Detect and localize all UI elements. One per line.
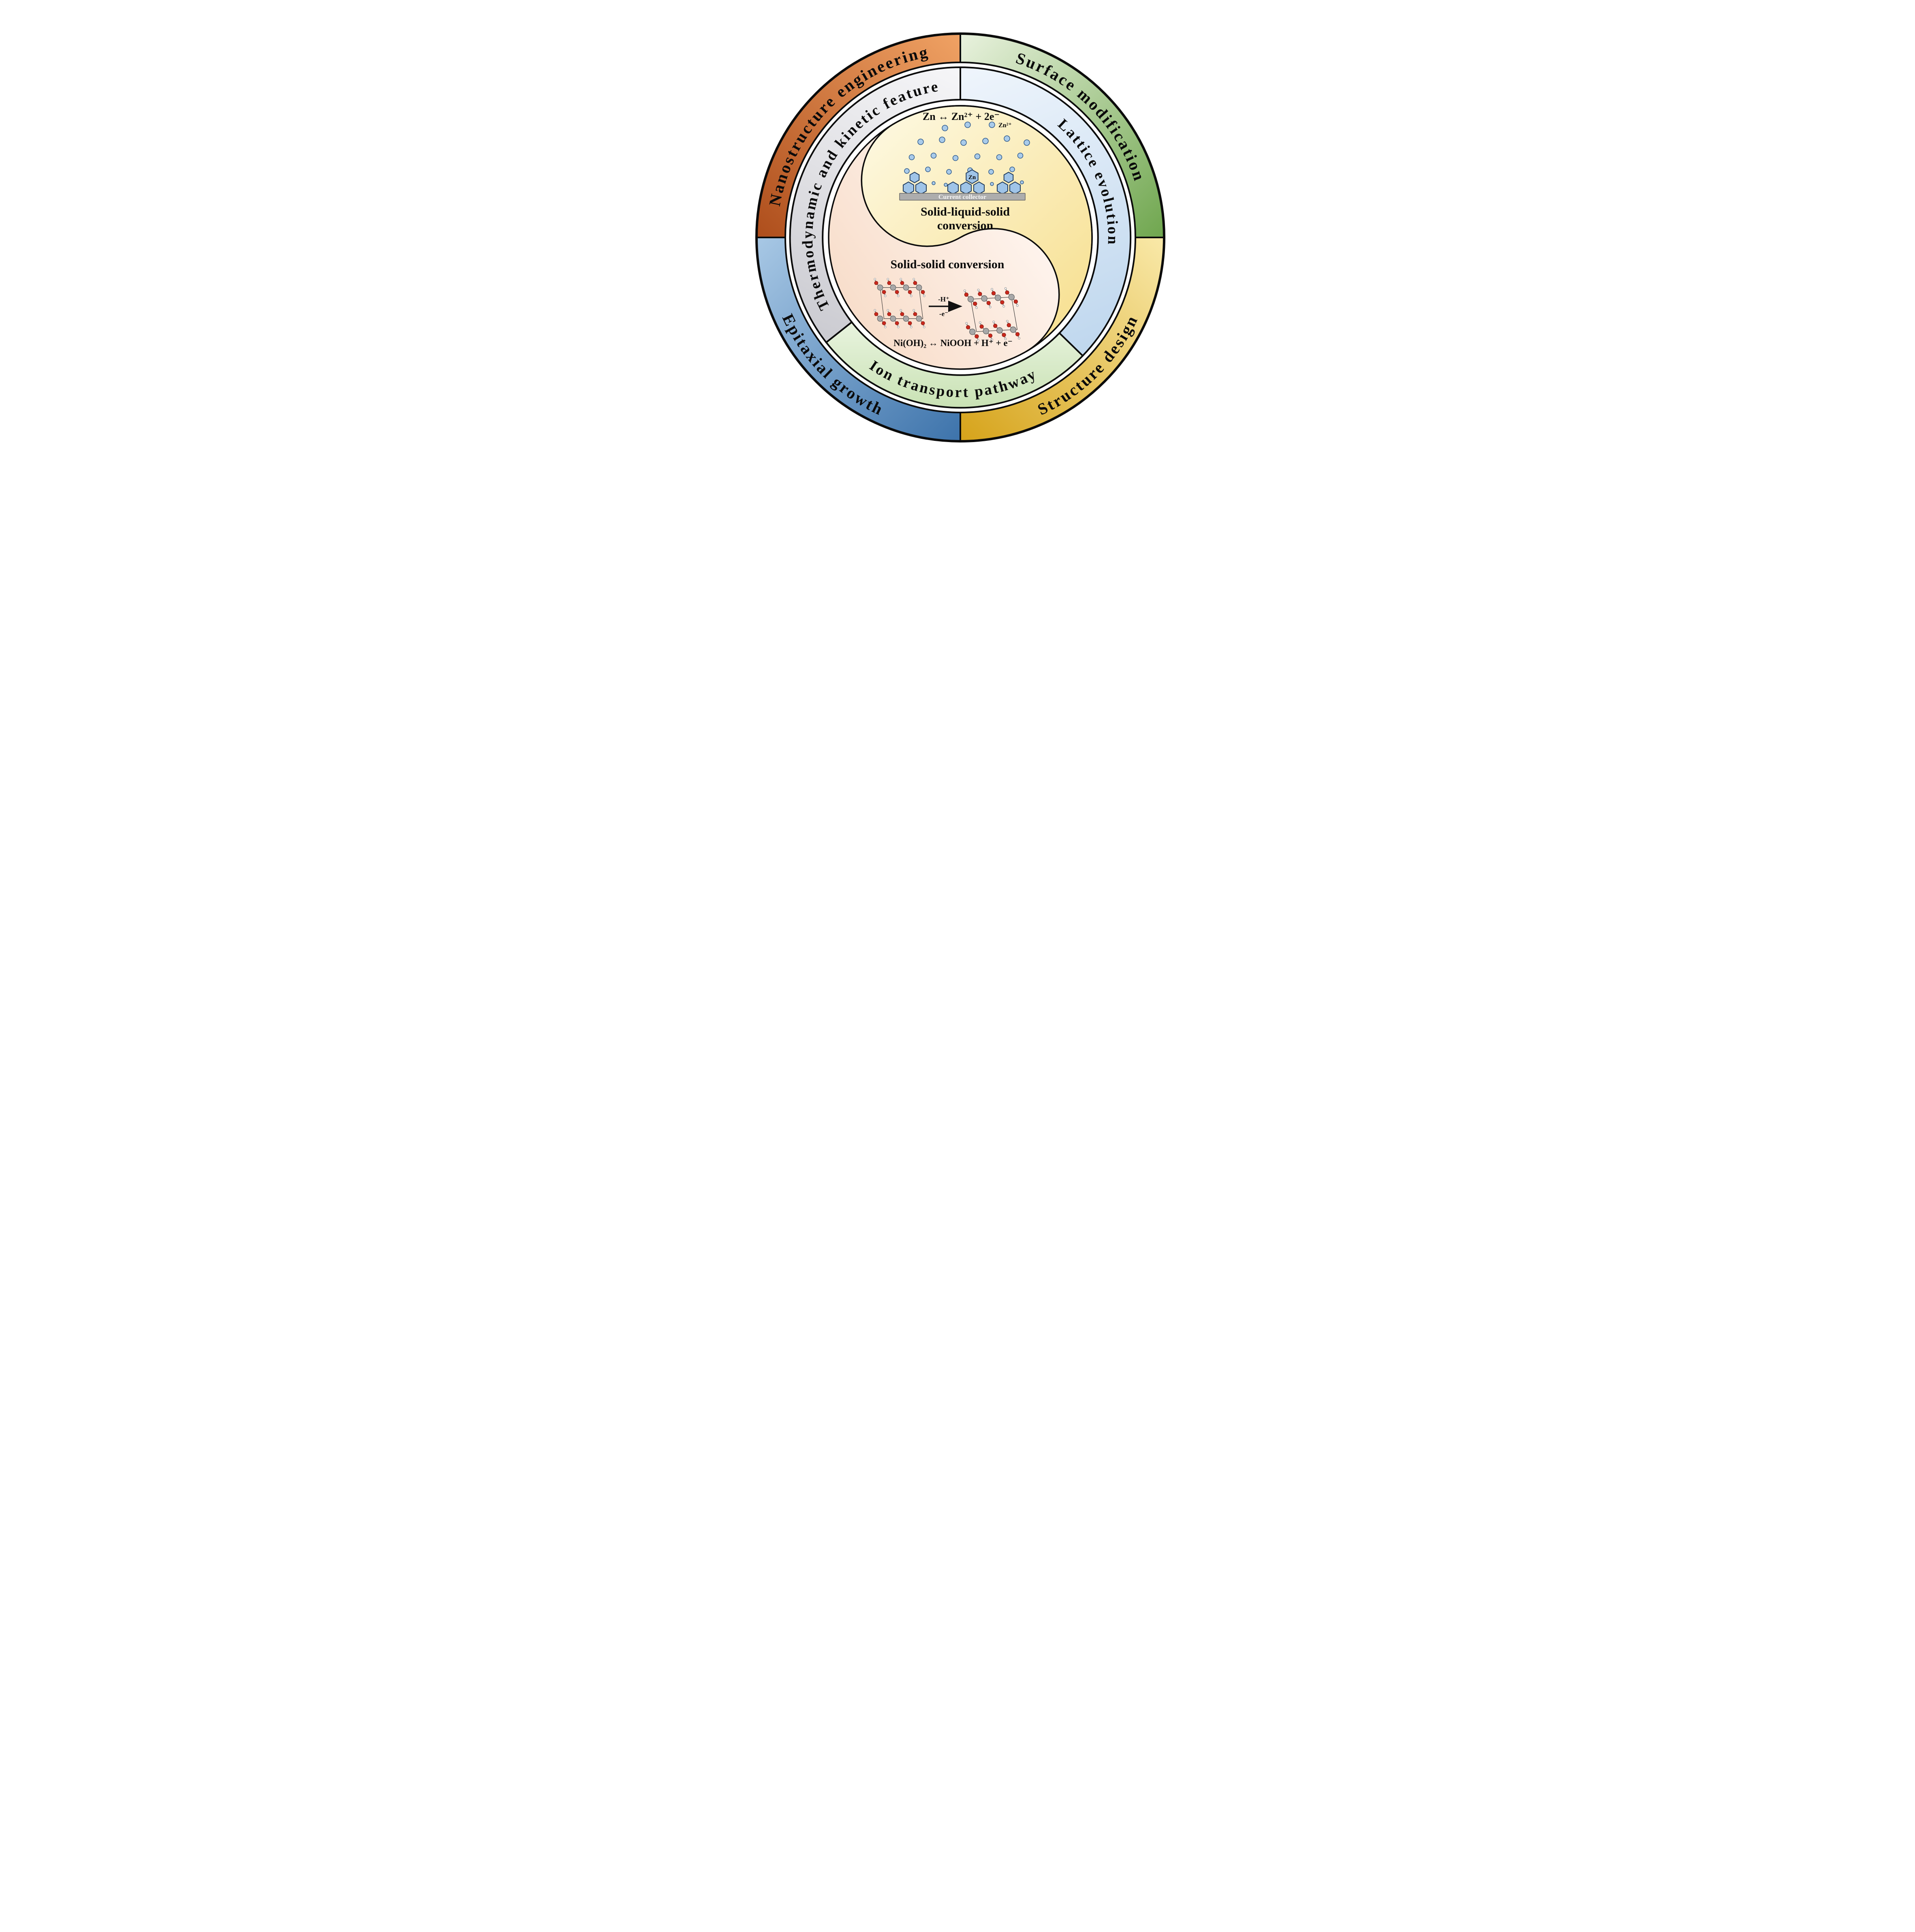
zinc-ion-dots	[904, 122, 1030, 187]
middle-segment-thermodynamic-kinetic	[789, 66, 961, 344]
ni-reaction-equation: Ni(OH)₂ ↔ NiOOH + H⁺ + e⁻	[893, 338, 1013, 348]
current-collector-bar	[899, 193, 1026, 201]
middle-segment-lattice-evolution	[960, 66, 1132, 357]
center-yin-yang: Zn ↔ Zn²⁺ + 2e⁻ Zn²⁺	[828, 105, 1093, 370]
solid-liquid-solid-caption-line1: Solid-liquid-solid	[921, 205, 1010, 218]
yin-yang-battery-diagram: Nanostructure engineering Surface modifi…	[755, 32, 1165, 442]
solid-solid-caption: Solid-solid conversion	[891, 258, 1005, 271]
zn-reaction-equation: Zn ↔ Zn²⁺ + 2e⁻	[923, 111, 1000, 122]
yin-yang-border-circle	[828, 105, 1093, 370]
current-collector-label: Current collector	[938, 194, 986, 201]
arrow-label-minus-h: -H⁺	[938, 295, 949, 303]
zinc-ion-label: Zn²⁺	[998, 122, 1012, 129]
outer-border-circle	[755, 32, 1165, 442]
middle-segment-ion-transport-pathway	[825, 321, 1084, 409]
solid-liquid-solid-illustration: Zn ↔ Zn²⁺ + 2e⁻ Zn²⁺	[899, 111, 1030, 232]
solid-liquid-solid-caption-line2: conversion	[937, 219, 994, 232]
zinc-deposit-hexagons	[903, 169, 1021, 195]
arrow-label-minus-e: -e⁻	[939, 310, 948, 318]
zinc-deposit-label: Zn	[968, 174, 976, 181]
solid-solid-illustration: Solid-solid conversion -H⁺ -e⁻ Ni(OH)₂ ↔…	[873, 258, 1021, 348]
zinc-labeled-hexagon	[966, 169, 979, 184]
